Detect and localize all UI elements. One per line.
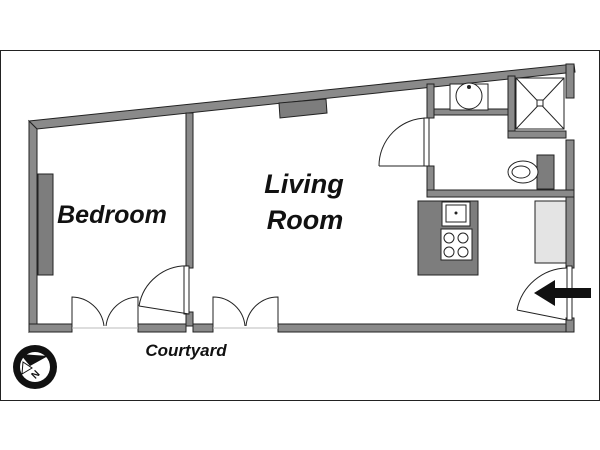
courtyard-french-door-living[interactable]	[212, 296, 279, 329]
bedroom-door[interactable]	[138, 265, 190, 315]
bathroom-wall-west	[426, 83, 435, 119]
bedroom-radiator	[37, 173, 54, 276]
bedroom-partition-upper	[185, 112, 194, 269]
living-room-label-line2: Room	[267, 205, 344, 235]
burner	[457, 232, 469, 244]
entrance-arrow-icon	[534, 280, 591, 306]
west-wall	[28, 119, 38, 334]
living-room-label-line1: Living	[264, 169, 344, 199]
bathroom-door[interactable]	[378, 117, 430, 167]
shower	[515, 77, 565, 130]
toilet	[507, 154, 555, 190]
shower-wall-west	[507, 75, 516, 133]
east-wall-middle	[565, 139, 575, 269]
north-wall	[27, 63, 576, 130]
toilet-tank	[536, 154, 555, 190]
burner	[443, 232, 455, 244]
sink-basin	[455, 82, 483, 110]
shower-drain	[536, 99, 544, 107]
bathroom-wall-south	[426, 189, 575, 198]
burner	[443, 246, 455, 258]
east-wall-upper	[565, 63, 575, 99]
sink-faucet	[467, 85, 471, 89]
south-wall-bedroom-mid	[137, 323, 187, 333]
shower-wall-south	[507, 130, 567, 139]
bathroom-sink	[449, 82, 489, 111]
south-wall-pier	[192, 323, 214, 333]
compass-north-arrow-icon: N	[13, 345, 57, 389]
courtyard-french-door-bedroom[interactable]	[71, 296, 139, 329]
kitchenette	[417, 200, 479, 276]
bedroom-label: Bedroom	[57, 201, 167, 229]
living-room-radiator	[278, 98, 328, 119]
south-wall-bedroom	[28, 323, 73, 333]
courtyard-label: Courtyard	[145, 341, 227, 360]
burner	[457, 246, 469, 258]
closet	[534, 200, 567, 264]
south-wall-living	[277, 323, 575, 333]
